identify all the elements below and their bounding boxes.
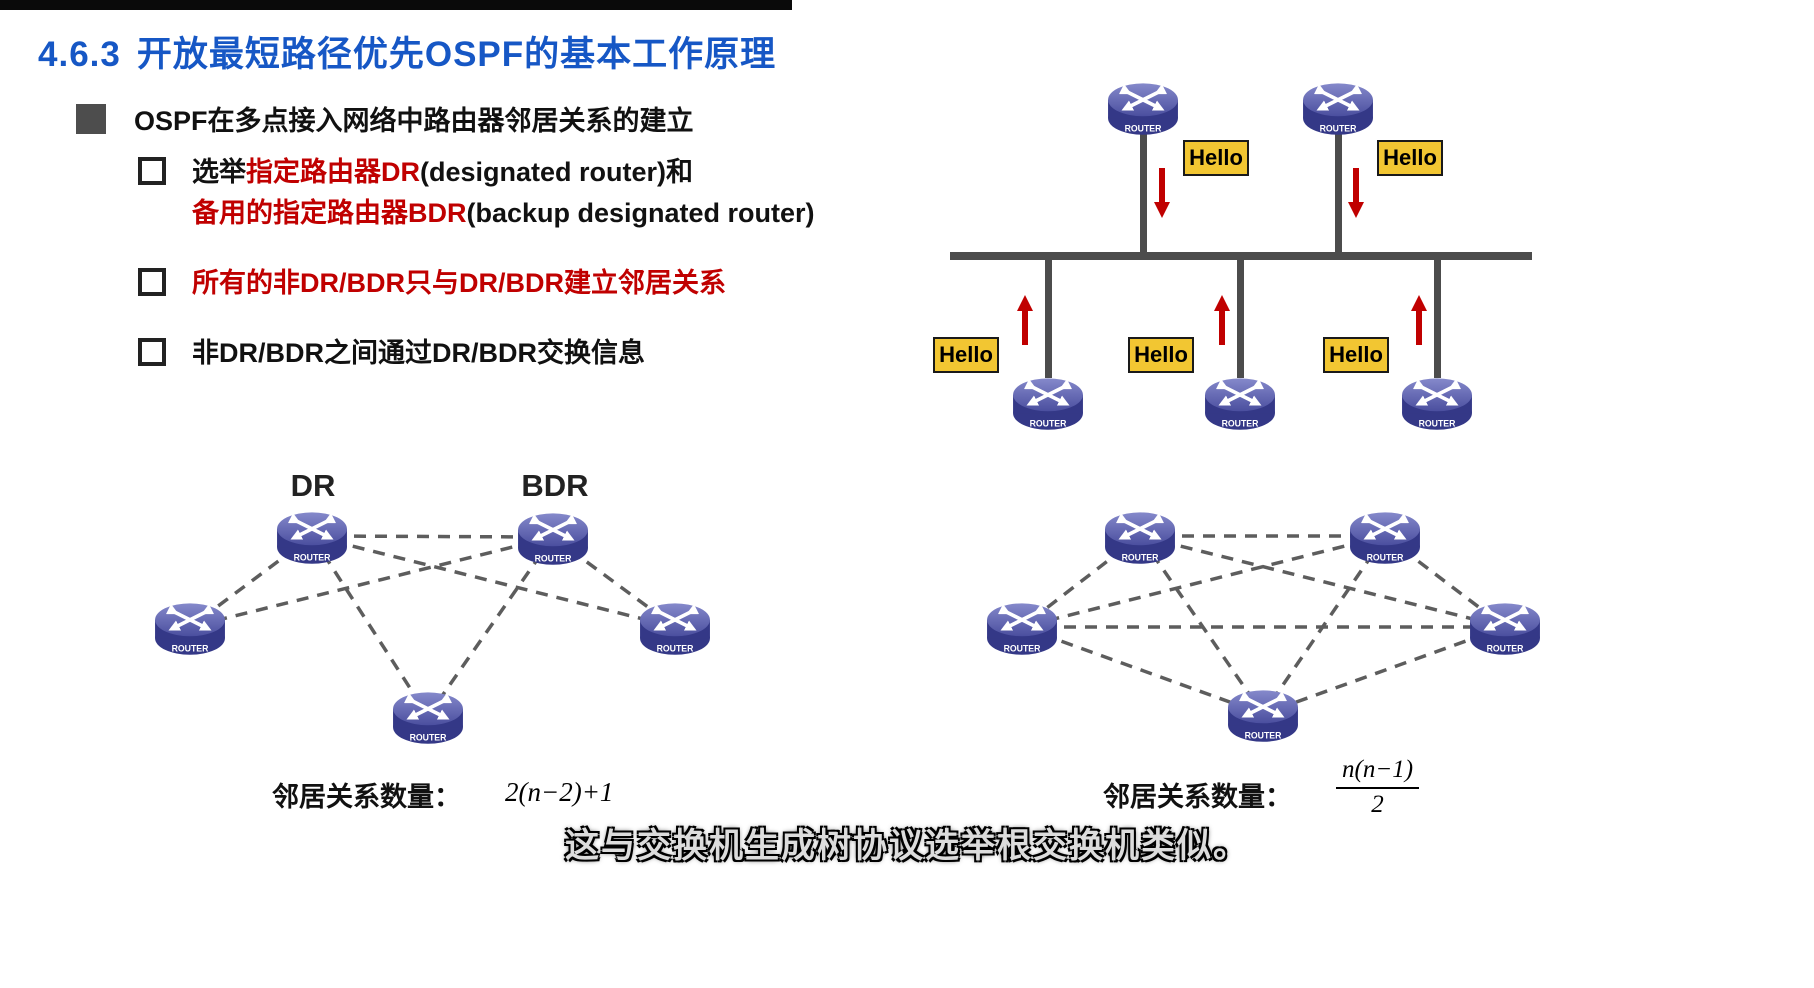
- right-formula: n(n−1) 2: [1336, 756, 1420, 819]
- bullet-line-1: 选举指定路由器DR(designated router)和: [192, 152, 815, 193]
- section-heading: OSPF在多点接入网络中路由器邻居关系的建立: [76, 99, 694, 138]
- bus-line: [950, 252, 1532, 260]
- hello-arrow-up-icon: [1214, 295, 1230, 345]
- bullet-exchange-info: 非DR/BDR之间通过DR/BDR交换信息: [138, 333, 645, 374]
- hello-label: Hello: [1329, 342, 1383, 367]
- router-icon: [1103, 506, 1177, 566]
- bullet-dr-bdr-text: 选举指定路由器DR(designated router)和 备用的指定路由器BD…: [192, 152, 815, 234]
- formula-numerator: n(n−1): [1336, 756, 1420, 789]
- router-icon: [1203, 372, 1277, 432]
- hello-badge: Hello: [1183, 140, 1249, 176]
- left-formula: 2(n−2)+1: [505, 777, 614, 807]
- bullet-square-icon: [76, 103, 106, 134]
- router-icon: [153, 597, 227, 657]
- bullet-non-dr-bdr-text: 所有的非DR/BDR只与DR/BDR建立邻居关系: [192, 268, 726, 298]
- bdr-label: BDR: [521, 468, 589, 503]
- page-title: 4.6.3 开放最短路径优先OSPF的基本工作原理: [38, 26, 776, 77]
- hello-arrow-up-icon: [1017, 295, 1033, 345]
- router-icon: [1226, 684, 1300, 744]
- text-segment-red: 指定路由器DR: [246, 157, 420, 187]
- router-icon-dr: [275, 506, 349, 566]
- hello-arrow-down-icon: [1348, 168, 1364, 218]
- link-line: [1434, 260, 1441, 378]
- right-caption: 邻居关系数量：: [1103, 782, 1292, 812]
- hello-badge: Hello: [1377, 140, 1443, 176]
- bullet-line-2: 备用的指定路由器BDR(backup designated router): [192, 193, 815, 234]
- hello-label: Hello: [1189, 145, 1243, 170]
- hello-badge: Hello: [1128, 337, 1194, 373]
- hello-label: Hello: [1383, 145, 1437, 170]
- left-caption: 邻居关系数量：: [272, 782, 461, 812]
- router-icon: [1301, 77, 1375, 137]
- dr-label: DR: [290, 468, 336, 503]
- checkbox-icon: [138, 268, 166, 296]
- router-icon: [391, 686, 465, 746]
- checkbox-icon: [138, 338, 166, 366]
- bullet-exchange-info-text: 非DR/BDR之间通过DR/BDR交换信息: [192, 338, 645, 368]
- checkbox-icon: [138, 157, 166, 185]
- bullet-dr-bdr: 选举指定路由器DR(designated router)和 备用的指定路由器BD…: [138, 152, 815, 234]
- title-number: 4.6.3: [38, 35, 121, 74]
- router-icon: [1348, 506, 1422, 566]
- formula-denominator: 2: [1371, 791, 1384, 818]
- router-icon: [638, 597, 712, 657]
- hello-badge: Hello: [933, 337, 999, 373]
- bullet-non-dr-bdr: 所有的非DR/BDR只与DR/BDR建立邻居关系: [138, 263, 726, 304]
- router-icon: [1106, 77, 1180, 137]
- link-line: [1237, 260, 1244, 378]
- hello-badge: Hello: [1323, 337, 1389, 373]
- router-icon: [1011, 372, 1085, 432]
- text-segment: (designated router): [420, 157, 667, 187]
- router-icon-bdr: [516, 507, 590, 567]
- title-text: 开放最短路径优先OSPF的基本工作原理: [136, 35, 777, 74]
- text-segment: 和: [666, 157, 694, 187]
- hello-label: Hello: [1134, 342, 1188, 367]
- hello-arrow-up-icon: [1411, 295, 1427, 345]
- video-subtitle: 这与交换机生成树协议选举根交换机类似。: [565, 827, 1249, 865]
- text-segment: (backup designated router): [466, 198, 815, 228]
- link-line: [1140, 125, 1147, 255]
- section-heading-text: OSPF在多点接入网络中路由器邻居关系的建立: [134, 106, 694, 136]
- link-line: [1045, 260, 1052, 378]
- router-icon: [1468, 597, 1542, 657]
- text-segment-red: 备用的指定路由器BDR: [192, 198, 467, 228]
- video-top-bar: [0, 0, 792, 10]
- router-icon: [1400, 372, 1474, 432]
- link-line: [1335, 125, 1342, 255]
- hello-arrow-down-icon: [1154, 168, 1170, 218]
- hello-label: Hello: [939, 342, 993, 367]
- text-segment: 选举: [192, 157, 246, 187]
- router-icon: [985, 597, 1059, 657]
